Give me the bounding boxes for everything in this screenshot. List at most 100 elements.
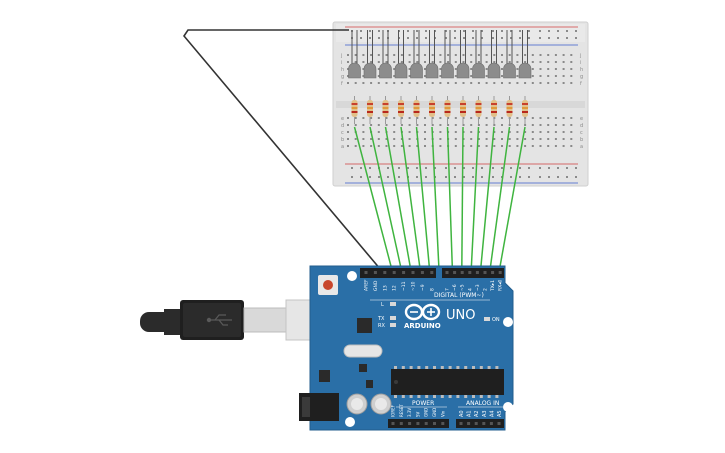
rail-hole	[454, 37, 456, 39]
breadboard-hole	[347, 138, 349, 140]
power-pin-label: 5V	[415, 411, 420, 417]
breadboard-hole	[454, 54, 457, 56]
led	[410, 62, 423, 79]
breadboard-hole	[485, 124, 488, 126]
rail-hole	[539, 30, 541, 32]
digital-pin-label: 2	[483, 288, 489, 291]
breadboard-hole	[408, 124, 411, 126]
rail-hole	[369, 30, 371, 32]
signal-wire	[470, 126, 480, 271]
breadboard-hole	[377, 54, 380, 56]
breadboard-hole	[547, 117, 550, 119]
breadboard-hole	[485, 131, 488, 133]
chip-pins	[394, 366, 499, 398]
breadboard-hole	[354, 117, 357, 119]
rail-hole	[566, 176, 568, 178]
rail-hole	[398, 167, 400, 169]
rail-hole	[445, 176, 447, 178]
rail-hole	[539, 167, 541, 169]
rail-hole	[528, 30, 530, 32]
row-letter: b	[341, 137, 344, 143]
breadboard-hole	[470, 131, 473, 133]
breadboard-hole	[354, 124, 357, 126]
rail-hole	[548, 30, 550, 32]
breadboard-hole	[362, 75, 365, 77]
breadboard-hole	[354, 138, 357, 140]
usb-plug-metal	[243, 307, 287, 333]
rail-hole	[454, 176, 456, 178]
row-letter: a	[580, 144, 583, 150]
breadboard-hole	[570, 145, 573, 147]
breadboard-hole	[516, 68, 519, 70]
digital-pin-label: ~5	[460, 284, 466, 291]
power-pin-label: GND	[432, 408, 437, 417]
breadboard-hole	[501, 117, 503, 119]
breadboard-hole	[501, 138, 503, 140]
breadboard-hole	[362, 138, 365, 140]
analog-pin-label: A1	[467, 410, 473, 417]
breadboard-hole	[362, 54, 365, 56]
rail-hole	[434, 167, 436, 169]
breadboard-hole	[485, 138, 488, 140]
breadboard-hole	[501, 75, 503, 77]
signal-wire	[461, 126, 464, 271]
signal-wire	[498, 126, 526, 271]
signal-wire	[369, 126, 403, 271]
rail-hole	[481, 37, 483, 39]
usb-chip	[357, 318, 372, 333]
rail-hole	[566, 30, 568, 32]
rail-hole	[481, 167, 483, 169]
breadboard-hole	[508, 54, 511, 56]
breadboard-hole	[547, 145, 550, 147]
breadboard-hole	[362, 82, 365, 84]
digital-pin-label: RX◂0	[498, 280, 504, 291]
breadboard-hole	[424, 145, 426, 147]
resistor-band	[413, 103, 420, 105]
breadboard-hole	[470, 138, 473, 140]
rail-hole	[557, 167, 559, 169]
l-led-label: L	[381, 302, 384, 308]
breadboard-hole	[547, 61, 550, 63]
breadboard-hole	[477, 124, 480, 126]
breadboard-hole	[408, 54, 411, 56]
breadboard-hole	[439, 138, 442, 140]
rail-hole	[407, 30, 409, 32]
breadboard-hole	[385, 117, 388, 119]
resistor-band	[460, 107, 466, 109]
breadboard-hole	[377, 117, 380, 119]
breadboard-hole	[462, 61, 465, 63]
breadboard-hole	[470, 124, 473, 126]
rail-hole	[463, 30, 465, 32]
breadboard-hole	[431, 117, 434, 119]
breadboard-hole	[454, 68, 457, 70]
breadboard-hole	[539, 82, 542, 84]
breadboard-hole	[547, 75, 550, 77]
rail-hole	[398, 176, 400, 178]
rail-hole	[472, 30, 474, 32]
row-letter: d	[341, 123, 344, 129]
analog-pin-label: A0	[459, 410, 465, 417]
breadboard-hole	[570, 131, 573, 133]
power-pin-label: 3.3V	[407, 408, 412, 417]
breadboard-hole	[439, 145, 442, 147]
resistor-band	[429, 111, 435, 113]
resistor-band	[367, 107, 373, 109]
breadboard-hole	[347, 124, 349, 126]
breadboard-hole	[393, 131, 396, 133]
rail-hole	[539, 176, 541, 178]
digital-pin-label: 4	[467, 288, 473, 291]
rail-hole	[557, 176, 559, 178]
row-letter: a	[341, 144, 344, 150]
digital-pin-label: ~3	[475, 284, 481, 291]
led	[425, 62, 439, 79]
rail-hole	[369, 167, 371, 169]
breadboard-hole	[377, 75, 380, 77]
rail-hole	[472, 167, 474, 169]
breadboard-hole	[393, 75, 396, 77]
breadboard-hole	[447, 54, 450, 56]
rail-hole	[445, 37, 447, 39]
breadboard-hole	[477, 61, 480, 63]
rail-hole	[481, 176, 483, 178]
breadboard-hole	[370, 61, 373, 63]
